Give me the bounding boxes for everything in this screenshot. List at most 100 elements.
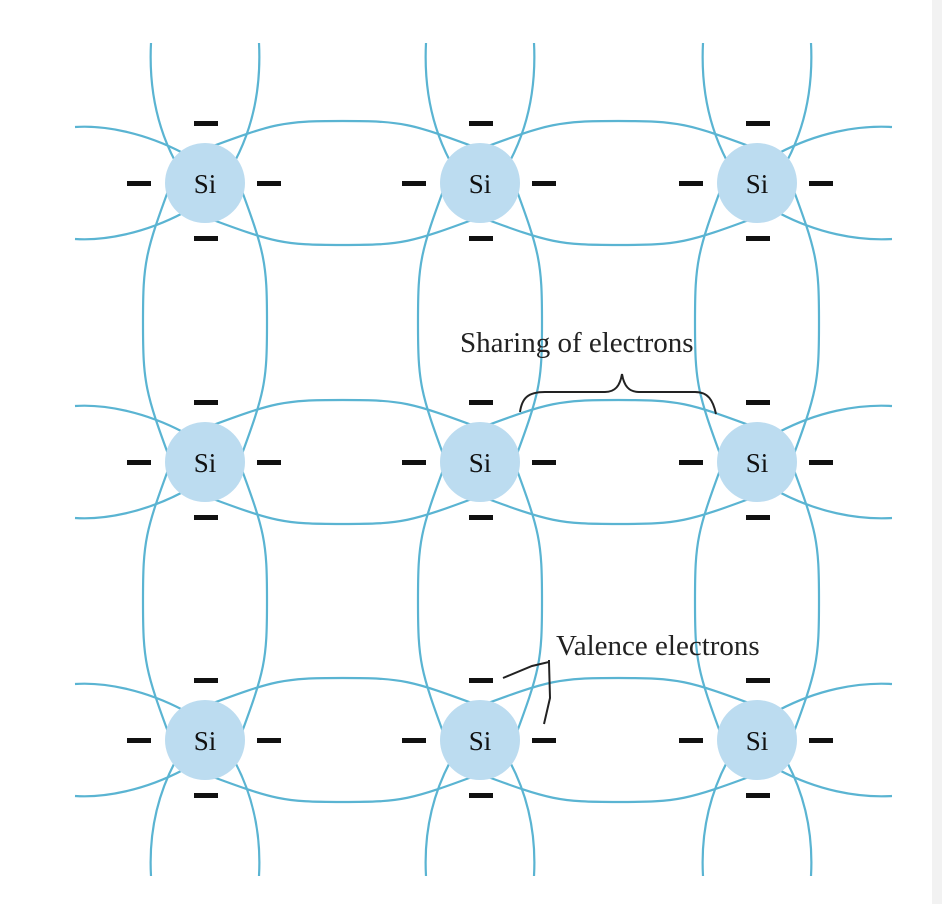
bond-arc: [479, 398, 758, 430]
si-atom: Si: [679, 400, 833, 520]
electron-left: [402, 738, 426, 743]
electron-left: [127, 460, 151, 465]
bond-stub: [778, 491, 893, 520]
electron-top: [194, 400, 218, 405]
bond-arc: [141, 461, 173, 741]
bond-stub: [149, 761, 176, 877]
electron-left: [127, 738, 151, 743]
atom-circle: [165, 422, 245, 502]
si-atom: Si: [679, 678, 833, 798]
bond-arc: [204, 215, 481, 247]
bond-arc: [237, 182, 269, 463]
bond-stub: [701, 761, 728, 877]
atom-label: Si: [469, 448, 492, 478]
bond-stub: [509, 42, 536, 162]
bond-stub: [234, 761, 261, 877]
electron-top: [469, 121, 493, 126]
bond-stub: [74, 491, 184, 520]
electron-right: [257, 738, 281, 743]
electron-top: [746, 121, 770, 126]
atom-label: Si: [469, 726, 492, 756]
bond-arc: [204, 676, 481, 708]
bond-arc: [479, 772, 758, 804]
bond-stub: [74, 682, 184, 711]
bond-arc: [512, 182, 544, 463]
atom-label: Si: [746, 169, 769, 199]
annotations: Sharing of electrons Valence electrons: [460, 327, 760, 725]
sharing-of-electrons-label: Sharing of electrons: [460, 327, 694, 359]
electron-top: [194, 678, 218, 683]
electron-bottom: [469, 793, 493, 798]
bond-arc: [693, 461, 725, 741]
bond-arc: [479, 119, 758, 151]
atom-circle: [440, 700, 520, 780]
bond-stub: [424, 761, 451, 877]
bond-stub: [778, 404, 893, 433]
electron-bottom: [194, 236, 218, 241]
atom-circle: [717, 700, 797, 780]
electron-right: [809, 181, 833, 186]
si-atom: Si: [679, 121, 833, 241]
electron-left: [679, 738, 703, 743]
bond-arc: [204, 494, 481, 526]
bond-stub: [778, 682, 893, 711]
bond-arc: [789, 461, 821, 741]
electron-right: [257, 460, 281, 465]
bond-arc: [479, 215, 758, 247]
si-atom: Si: [127, 400, 281, 520]
bond-arc: [479, 494, 758, 526]
bond-stub: [74, 404, 184, 433]
bond-stub: [74, 212, 184, 241]
si-atom: Si: [402, 678, 556, 798]
electron-bottom: [194, 793, 218, 798]
electron-bottom: [469, 236, 493, 241]
bond-arc: [141, 182, 173, 463]
atom-label: Si: [194, 448, 217, 478]
electron-left: [402, 181, 426, 186]
bond-stub: [234, 42, 261, 162]
electron-bottom: [194, 515, 218, 520]
bond-arc: [416, 182, 448, 463]
atom-label: Si: [469, 169, 492, 199]
electron-top: [746, 678, 770, 683]
bond-stub: [74, 125, 184, 154]
bond-lines: [74, 42, 893, 877]
bond-arc: [479, 676, 758, 708]
electron-bottom: [746, 515, 770, 520]
valence-electrons-label: Valence electrons: [556, 630, 760, 662]
bond-stub: [786, 761, 813, 877]
bond-stub: [778, 769, 893, 798]
atom-circle: [717, 143, 797, 223]
bond-stub: [424, 42, 451, 162]
electron-right: [809, 738, 833, 743]
bond-stub: [701, 42, 728, 162]
electron-right: [809, 460, 833, 465]
si-atom: Si: [402, 121, 556, 241]
bond-arc: [237, 461, 269, 741]
si-atom: Si: [402, 400, 556, 520]
electron-top: [746, 400, 770, 405]
electron-left: [679, 460, 703, 465]
bond-arc: [204, 119, 481, 151]
electron-top: [469, 400, 493, 405]
electron-bottom: [746, 236, 770, 241]
electron-right: [532, 738, 556, 743]
electron-right: [532, 460, 556, 465]
electron-left: [402, 460, 426, 465]
sharing-brace: [519, 373, 717, 415]
atom-circle: [717, 422, 797, 502]
si-atom: Si: [127, 121, 281, 241]
atom-label: Si: [194, 726, 217, 756]
bond-arc: [512, 461, 544, 741]
bond-stub: [778, 125, 893, 154]
bond-stub: [786, 42, 813, 162]
atom-label: Si: [746, 448, 769, 478]
atom-circle: [440, 422, 520, 502]
bond-arc: [789, 182, 821, 463]
bond-stub: [149, 42, 176, 162]
si-atom: Si: [127, 678, 281, 798]
bond-arc: [204, 398, 481, 430]
electron-left: [679, 181, 703, 186]
